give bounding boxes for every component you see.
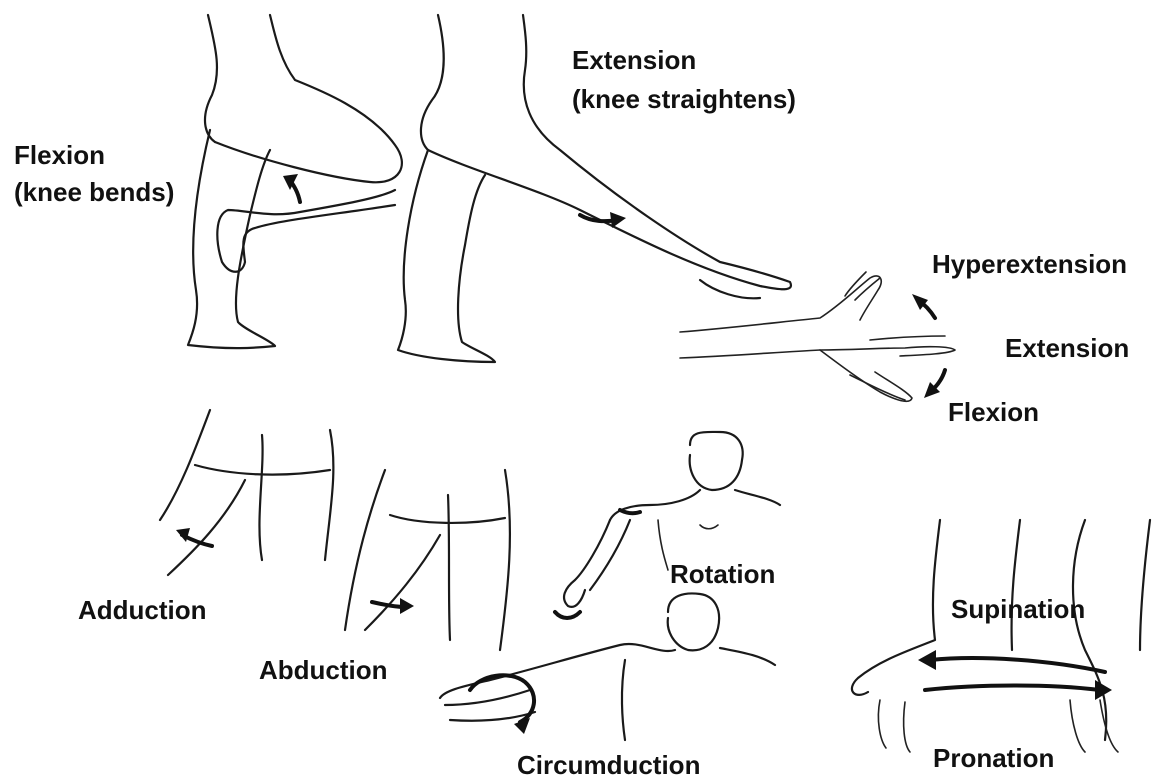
label-pronation: Pronation bbox=[933, 741, 1054, 775]
adduction-figure bbox=[160, 410, 333, 575]
label-abduction: Abduction bbox=[259, 653, 388, 687]
knee-flexion-figure bbox=[188, 15, 402, 348]
circumduction-figure bbox=[440, 593, 775, 740]
label-extension-wrist: Extension bbox=[1005, 331, 1129, 365]
label-extension-knee: Extension bbox=[572, 43, 696, 77]
label-flexion-wrist: Flexion bbox=[948, 395, 1039, 429]
label-supination: Supination bbox=[951, 592, 1085, 626]
label-flexion-knee-note: (knee bends) bbox=[14, 175, 174, 209]
label-hyperextension: Hyperextension bbox=[932, 247, 1127, 281]
abduction-figure bbox=[345, 470, 510, 650]
label-extension-knee-note: (knee straightens) bbox=[572, 82, 796, 116]
label-adduction: Adduction bbox=[78, 593, 207, 627]
label-rotation: Rotation bbox=[670, 557, 775, 591]
label-flexion-knee: Flexion bbox=[14, 138, 105, 172]
supination-pronation-figure bbox=[852, 520, 1150, 752]
